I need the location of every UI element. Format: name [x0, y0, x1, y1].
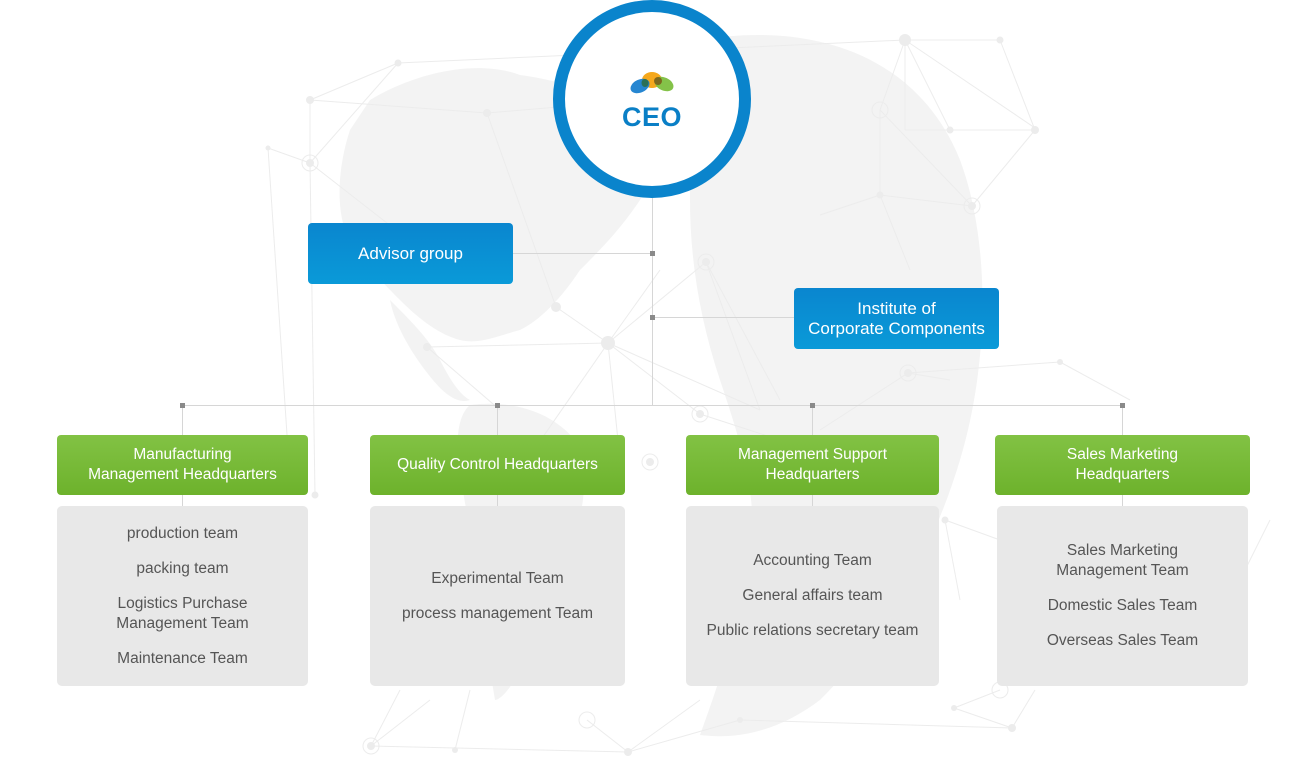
connector-teams-4: [1122, 495, 1123, 506]
teams-manufacturing: production team packing team Logistics P…: [57, 506, 308, 686]
connector-hq-3: [812, 405, 813, 435]
advisor-group-label: Advisor group: [358, 243, 463, 263]
connector-node-hq-1: [180, 403, 185, 408]
teams-management-support: Accounting Team General affairs team Pub…: [686, 506, 939, 686]
team-item[interactable]: Public relations secretary team: [706, 622, 919, 639]
hq-manufacturing[interactable]: Manufacturing Management Headquarters: [57, 435, 308, 495]
teams-quality-control: Experimental Team process management Tea…: [370, 506, 625, 686]
team-item[interactable]: Sales Marketing Management Team: [1056, 542, 1189, 579]
ceo-node[interactable]: CEO: [553, 0, 751, 198]
connector-advisor: [512, 253, 653, 254]
company-logo-icon: [630, 71, 674, 93]
connector-hq-bus: [182, 405, 1123, 406]
team-item[interactable]: packing team: [136, 559, 229, 577]
team-item[interactable]: General affairs team: [742, 587, 883, 604]
hq-quality-control[interactable]: Quality Control Headquarters: [370, 435, 625, 495]
network-node-rings: [301, 101, 1009, 755]
connector-hq-1: [182, 405, 183, 435]
institute-box[interactable]: Institute of Corporate Components: [794, 288, 999, 349]
connector-node-institute: [650, 315, 655, 320]
advisor-group-box[interactable]: Advisor group: [308, 223, 513, 284]
connector-hq-4: [1122, 405, 1123, 435]
connector-teams-3: [812, 495, 813, 506]
hq-sales-marketing[interactable]: Sales Marketing Headquarters: [995, 435, 1250, 495]
hq-label: Management Support Headquarters: [737, 446, 888, 483]
team-item[interactable]: Overseas Sales Team: [1046, 632, 1199, 649]
network-nodes: [265, 34, 1063, 756]
hq-management-support[interactable]: Management Support Headquarters: [686, 435, 939, 495]
hq-label: Sales Marketing Headquarters: [1066, 446, 1179, 483]
team-item[interactable]: Logistics Purchase Management Team: [116, 594, 249, 632]
connector-node-hq-2: [495, 403, 500, 408]
connector-institute: [652, 317, 794, 318]
hq-label: Quality Control Headquarters: [397, 456, 598, 473]
connector-hq-2: [497, 405, 498, 435]
team-item[interactable]: Maintenance Team: [117, 649, 248, 667]
hq-label: Manufacturing Management Headquarters: [88, 446, 277, 483]
connector-node-hq-4: [1120, 403, 1125, 408]
connector-teams-1: [182, 495, 183, 506]
connector-node-advisor: [650, 251, 655, 256]
team-item[interactable]: Experimental Team: [431, 569, 564, 587]
connector-node-hq-3: [810, 403, 815, 408]
team-item[interactable]: process management Team: [402, 604, 593, 622]
team-item[interactable]: Domestic Sales Team: [1047, 597, 1198, 614]
institute-label: Institute of Corporate Components: [808, 298, 985, 338]
connector-teams-2: [497, 495, 498, 506]
connector-ceo-trunk: [652, 190, 653, 406]
ceo-title: CEO: [621, 101, 682, 132]
team-item[interactable]: production team: [126, 524, 239, 542]
team-item[interactable]: Accounting Team: [753, 552, 872, 569]
map-central-america: [390, 300, 470, 401]
teams-sales-marketing: Sales Marketing Management Team Domestic…: [997, 506, 1248, 686]
